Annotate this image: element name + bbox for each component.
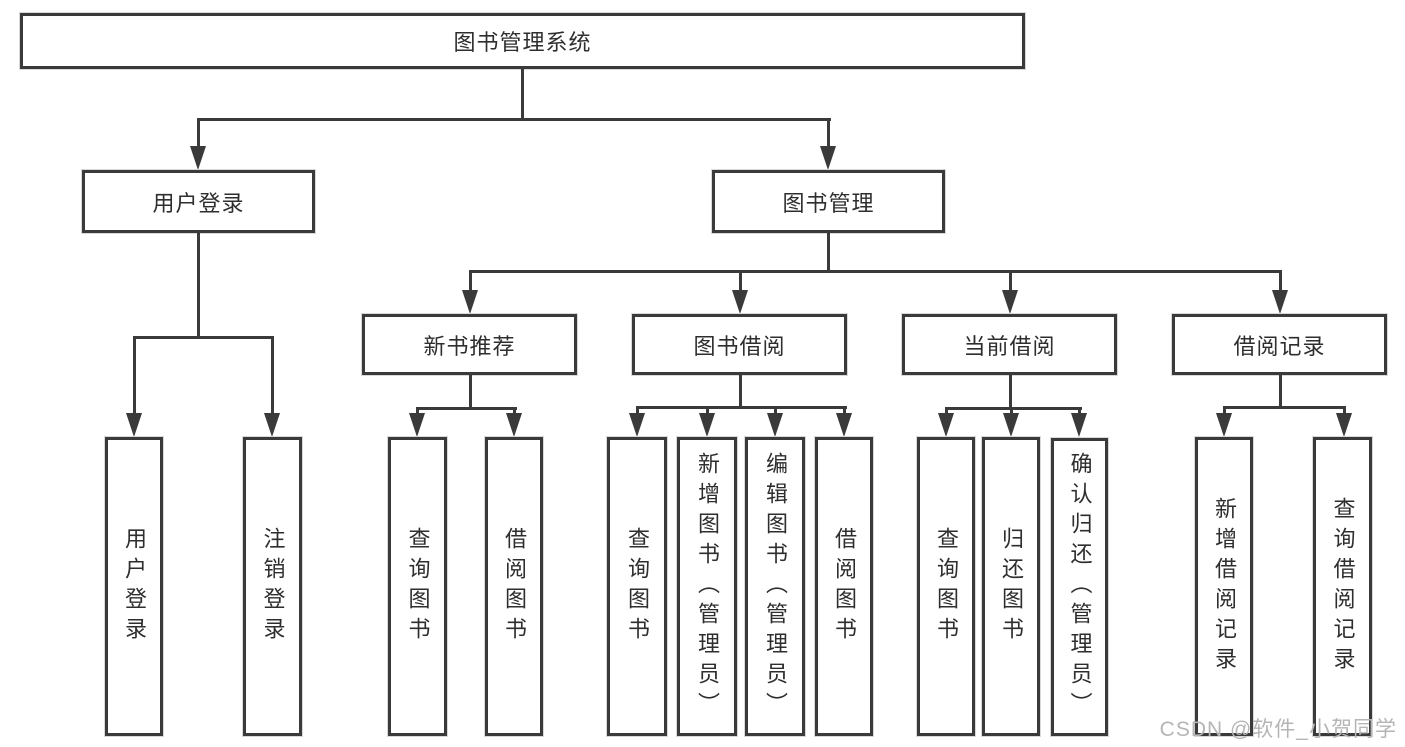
- connector-line: [1009, 270, 1012, 292]
- connector-line: [197, 118, 831, 121]
- connector-line: [739, 375, 742, 406]
- arrowhead-down-icon: [1071, 413, 1087, 437]
- connector-line: [469, 375, 472, 407]
- leaf-query-books-borrow-label: 查询图书: [625, 526, 650, 647]
- node-book-management: 图书管理: [712, 170, 945, 233]
- arrowhead-down-icon: [1336, 413, 1352, 437]
- leaf-borrow-books: 借阅图书: [815, 437, 873, 736]
- arrowhead-down-icon: [506, 413, 522, 437]
- connector-line: [843, 406, 846, 416]
- connector-line: [1010, 407, 1013, 417]
- leaf-edit-books-admin: 编辑图书（管理员）: [745, 437, 805, 736]
- leaf-return-books-label: 归还图书: [999, 526, 1024, 647]
- leaf-user-login-label: 用户登录: [122, 526, 147, 647]
- connector-line: [827, 118, 830, 148]
- leaf-logout-label: 注销登录: [260, 526, 286, 647]
- connector-line: [469, 270, 472, 292]
- node-new-book-recommend: 新书推荐: [362, 314, 577, 375]
- arrowhead-down-icon: [629, 413, 645, 437]
- connector-line: [271, 336, 274, 415]
- connector-line: [513, 407, 516, 417]
- leaf-confirm-return-admin-label: 确认归还（管理员）: [1067, 452, 1093, 722]
- node-root: 图书管理系统: [20, 13, 1025, 69]
- arrowhead-down-icon: [1272, 290, 1288, 314]
- node-current-borrow-label: 当前借阅: [963, 333, 1056, 359]
- leaf-add-books-admin-label: 新增图书（管理员）: [695, 451, 720, 722]
- connector-line: [739, 270, 742, 292]
- leaf-borrow-books-recommend-label: 借阅图书: [502, 526, 527, 647]
- arrowhead-down-icon: [462, 290, 478, 314]
- connector-line: [1078, 407, 1081, 417]
- leaf-logout: 注销登录: [243, 437, 302, 736]
- arrowhead-down-icon: [126, 413, 142, 437]
- leaf-query-borrow-record: 查询借阅记录: [1313, 437, 1372, 736]
- connector-line: [416, 407, 419, 417]
- connector-line: [636, 406, 847, 409]
- leaf-add-borrow-record-label: 新增借阅记录: [1212, 496, 1237, 677]
- connector-line: [1279, 375, 1282, 406]
- connector-line: [706, 406, 709, 416]
- leaf-borrow-books-label: 借阅图书: [832, 526, 857, 647]
- connector-line: [1223, 406, 1346, 409]
- node-borrow-records: 借阅记录: [1172, 314, 1387, 375]
- leaf-return-books: 归还图书: [982, 437, 1040, 736]
- connector-line: [521, 69, 524, 118]
- connector-line: [1343, 406, 1346, 416]
- arrowhead-down-icon: [1003, 413, 1019, 437]
- connector-line: [945, 407, 948, 417]
- arrowhead-down-icon: [264, 413, 280, 437]
- node-borrow-records-label: 借阅记录: [1233, 333, 1326, 359]
- connector-line: [133, 336, 136, 415]
- leaf-query-books-recommend-label: 查询图书: [405, 526, 431, 647]
- connector-line: [133, 336, 274, 339]
- node-user-login-label: 用户登录: [152, 190, 245, 216]
- node-user-login: 用户登录: [82, 170, 315, 233]
- leaf-query-books-recommend: 查询图书: [388, 437, 447, 736]
- connector-line: [636, 406, 639, 416]
- leaf-edit-books-admin-label: 编辑图书（管理员）: [763, 451, 788, 722]
- connector-line: [416, 407, 517, 410]
- arrowhead-down-icon: [938, 413, 954, 437]
- node-book-borrow-label: 图书借阅: [693, 333, 786, 359]
- csdn-watermark: CSDN @软件_小贺同学: [1159, 718, 1397, 741]
- connector-line: [1223, 406, 1226, 416]
- leaf-confirm-return-admin: 确认归还（管理员）: [1051, 438, 1108, 736]
- node-book-management-label: 图书管理: [782, 190, 875, 216]
- connector-line: [197, 118, 200, 148]
- connector-line: [1009, 375, 1012, 407]
- arrowhead-down-icon: [767, 413, 783, 437]
- connector-line: [945, 407, 1082, 410]
- connector-line: [197, 233, 200, 336]
- leaf-query-books-current: 查询图书: [917, 437, 975, 736]
- connector-line: [774, 406, 777, 416]
- node-root-label: 图书管理系统: [453, 30, 592, 55]
- leaf-borrow-books-recommend: 借阅图书: [485, 437, 543, 736]
- node-current-borrow: 当前借阅: [902, 314, 1117, 375]
- arrowhead-down-icon: [836, 413, 852, 437]
- node-new-book-recommend-label: 新书推荐: [423, 333, 516, 359]
- arrowhead-down-icon: [699, 413, 715, 437]
- arrowhead-down-icon: [732, 290, 748, 314]
- arrowhead-down-icon: [409, 413, 425, 437]
- leaf-query-books-current-label: 查询图书: [934, 526, 959, 647]
- leaf-add-books-admin: 新增图书（管理员）: [677, 437, 737, 736]
- connector-line: [827, 233, 830, 270]
- arrowhead-down-icon: [1002, 290, 1018, 314]
- node-book-borrow: 图书借阅: [632, 314, 847, 375]
- leaf-query-borrow-record-label: 查询借阅记录: [1330, 496, 1356, 677]
- leaf-query-books-borrow: 查询图书: [607, 437, 667, 736]
- arrowhead-down-icon: [1216, 413, 1232, 437]
- leaf-add-borrow-record: 新增借阅记录: [1195, 437, 1253, 736]
- arrowhead-down-icon: [820, 146, 836, 170]
- arrowhead-down-icon: [190, 146, 206, 170]
- leaf-user-login: 用户登录: [105, 437, 163, 736]
- connector-line: [1279, 270, 1282, 292]
- connector-line: [469, 270, 1282, 273]
